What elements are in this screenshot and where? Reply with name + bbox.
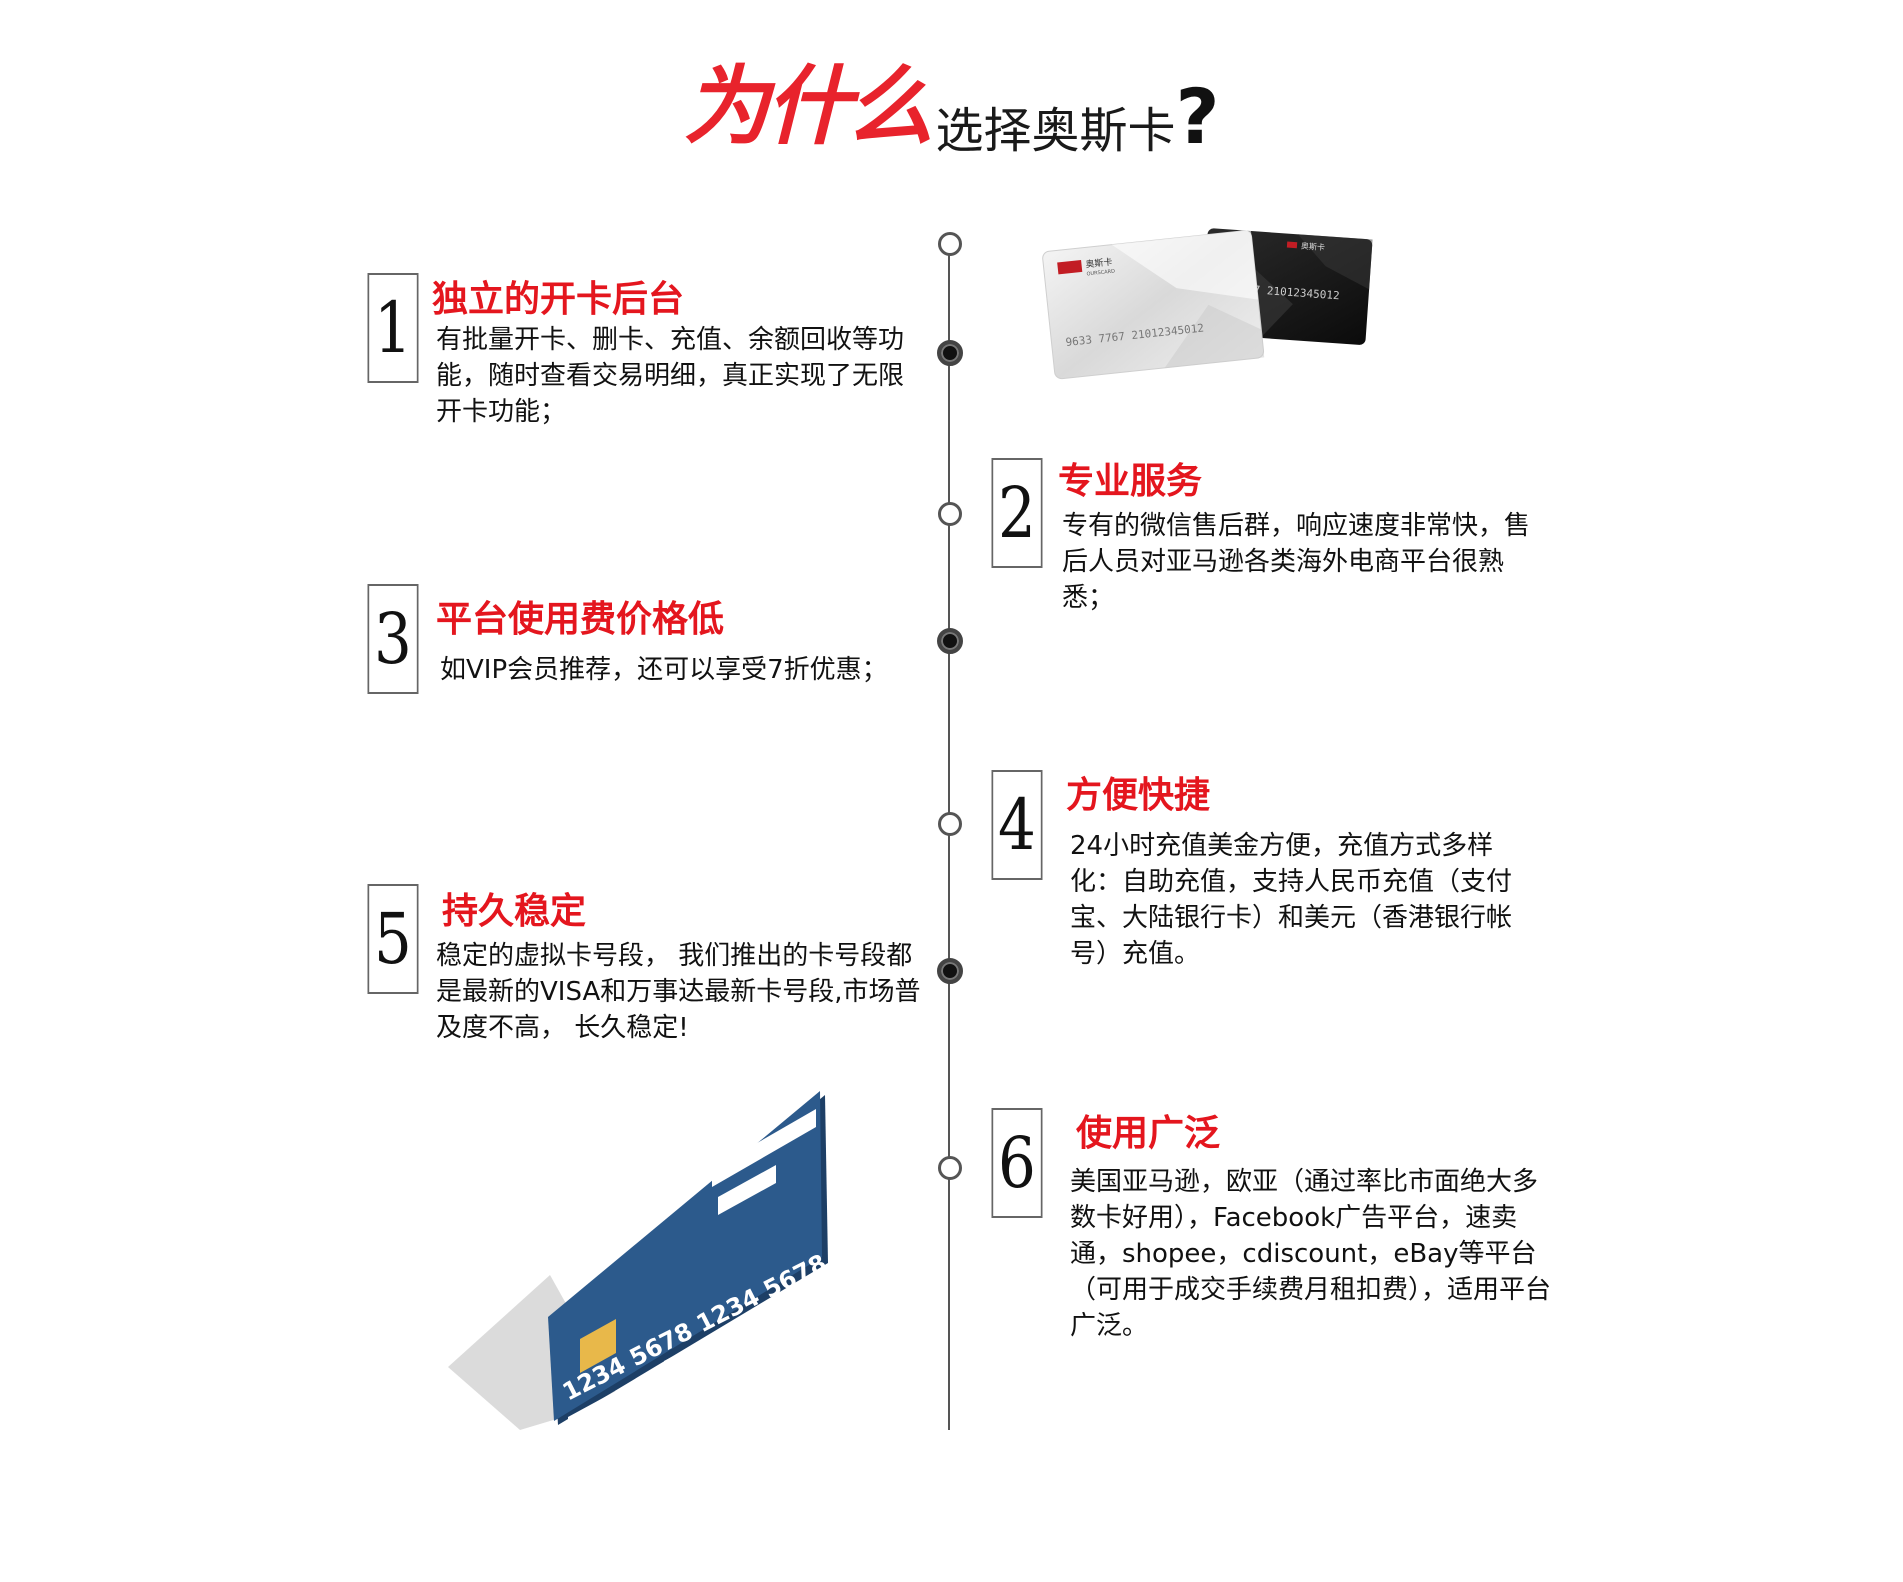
timeline-dot-filled bbox=[937, 340, 963, 366]
item-number-box: 5 bbox=[367, 884, 419, 994]
timeline-dot-hollow bbox=[938, 502, 962, 526]
item-description: 专有的微信售后群，响应速度非常快，售后人员对亚马逊各类海外电商平台很熟悉； bbox=[1062, 511, 1531, 613]
item-number-box: 2 bbox=[991, 458, 1043, 568]
item-title: 专业服务 bbox=[1058, 461, 1203, 502]
card-stripe bbox=[664, 1345, 694, 1375]
item-description: 有批量开卡、删卡、充值、余额回收等功能，随时查看交易明细，真正实现了无限开卡功能… bbox=[436, 325, 905, 427]
silver-card: 奥斯卡 OURSCARD 9633 7767 21012345012 bbox=[1042, 230, 1265, 380]
blue-card-illustration: 1234 5678 1234 5678 bbox=[430, 1085, 850, 1445]
card-stripe bbox=[712, 1109, 816, 1187]
card-stripe bbox=[718, 1165, 776, 1215]
timeline-dot-filled bbox=[937, 958, 963, 984]
page-title: 为什么选择奥斯卡? bbox=[0, 36, 1903, 161]
item-description: 稳定的虚拟卡号段， 我们推出的卡号段都是最新的VISA和万事达最新卡号段,市场普… bbox=[436, 941, 921, 1043]
product-cards-image: 奥斯卡 7767 21012345012 奥斯卡 OURSCARD 9633 7… bbox=[1010, 220, 1400, 400]
item-number-box: 3 bbox=[367, 584, 419, 694]
item-title: 使用广泛 bbox=[1076, 1113, 1221, 1154]
card-chip bbox=[580, 1319, 616, 1373]
item-title: 平台使用费价格低 bbox=[436, 599, 725, 640]
page-title-red: 为什么 bbox=[683, 57, 933, 157]
item-number-box: 1 bbox=[367, 273, 419, 383]
timeline-dot-hollow bbox=[938, 812, 962, 836]
timeline-dot-filled bbox=[937, 628, 963, 654]
item-number-box: 6 bbox=[991, 1108, 1043, 1218]
item-number-box: 4 bbox=[991, 770, 1043, 880]
item-title: 方便快捷 bbox=[1066, 775, 1211, 816]
item-title: 独立的开卡后台 bbox=[432, 279, 685, 320]
item-description: 24小时充值美金方便，充值方式多样化：自助充值，支持人民币充值（支付宝、大陆银行… bbox=[1070, 831, 1513, 969]
item-description: 如VIP会员推荐，还可以享受7折优惠； bbox=[440, 655, 888, 685]
silver-card-logo: 奥斯卡 bbox=[1085, 256, 1113, 271]
item-description: 美国亚马逊，欧亚（通过率比市面绝大多数卡好用），Facebook广告平台，速卖通… bbox=[1070, 1167, 1552, 1341]
black-card-logo: 奥斯卡 bbox=[1301, 241, 1326, 253]
card-stripe bbox=[568, 1367, 660, 1431]
question-mark: ? bbox=[1175, 72, 1220, 161]
item-title: 持久稳定 bbox=[442, 891, 587, 932]
timeline-dot-hollow bbox=[938, 232, 962, 256]
card-face bbox=[548, 1091, 822, 1421]
page-title-dark: 选择奥斯卡 bbox=[935, 103, 1176, 159]
timeline-dot-hollow bbox=[938, 1156, 962, 1180]
silver-card-sub: OURSCARD bbox=[1086, 268, 1115, 277]
